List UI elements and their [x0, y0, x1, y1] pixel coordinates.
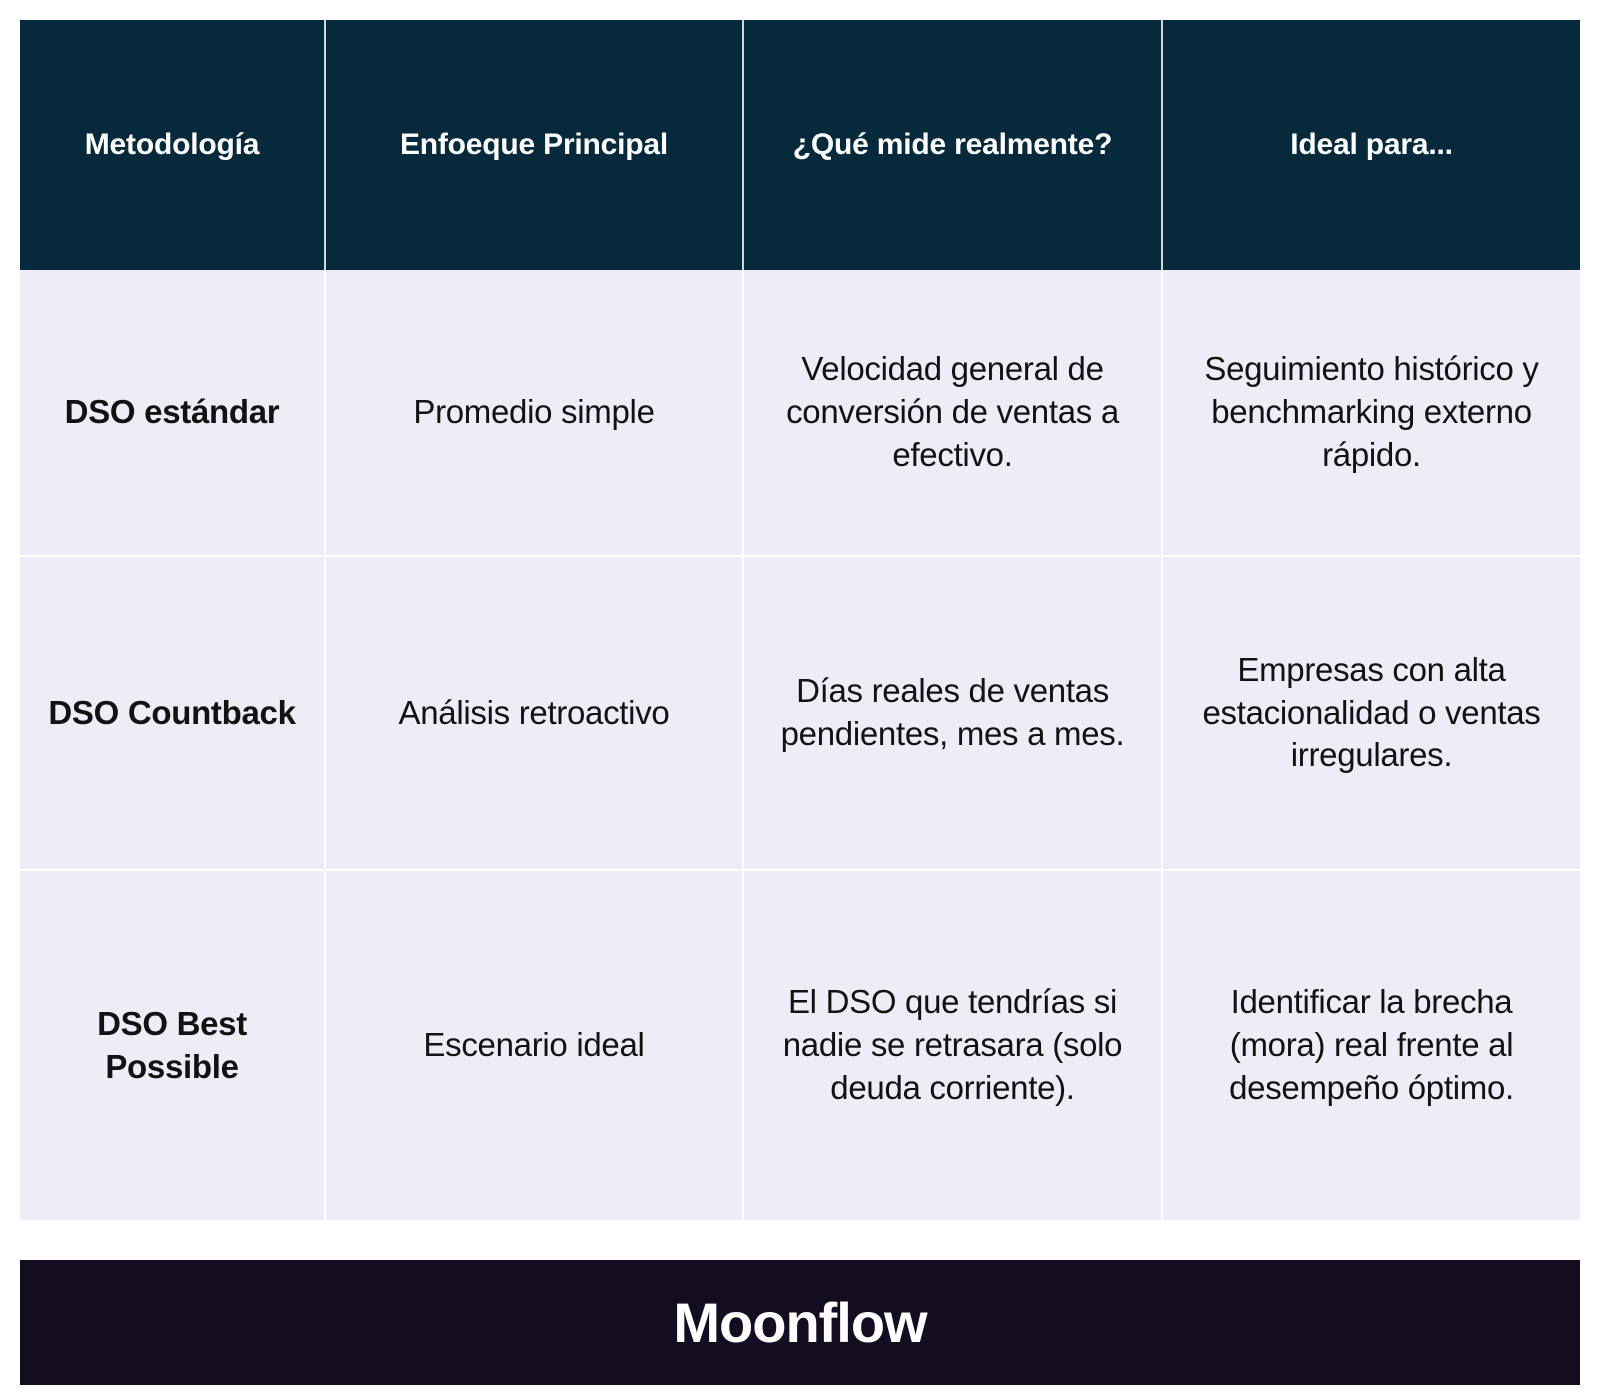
brand-logo-text: Moonflow: [673, 1290, 927, 1354]
cell-mide: El DSO que tendrías si nadie se retrasar…: [743, 869, 1163, 1220]
cell-metodologia: DSO Countback: [20, 555, 326, 870]
cell-metodologia: DSO estándar: [20, 270, 326, 556]
cell-enfoque: Promedio simple: [325, 270, 744, 556]
table-header: Metodología Enfoeque Principal ¿Qué mide…: [20, 20, 1580, 270]
table-row: DSO estándar Promedio simple Velocidad g…: [20, 270, 1580, 556]
table-row: DSO Countback Análisis retroactivo Días …: [20, 555, 1580, 870]
column-header-enfoque-principal: Enfoeque Principal: [325, 20, 744, 270]
cell-mide: Velocidad general de conversión de venta…: [743, 270, 1163, 556]
cell-enfoque: Análisis retroactivo: [325, 555, 744, 870]
dso-comparison-table: Metodología Enfoeque Principal ¿Qué mide…: [20, 20, 1580, 1220]
comparison-table-container: Metodología Enfoeque Principal ¿Qué mide…: [20, 20, 1580, 1220]
cell-mide: Días reales de ventas pendientes, mes a …: [743, 555, 1163, 870]
cell-metodologia: DSO Best Possible: [20, 869, 326, 1220]
cell-ideal: Identificar la brecha (mora) real frente…: [1162, 869, 1580, 1220]
cell-enfoque: Escenario ideal: [325, 869, 744, 1220]
cell-ideal: Seguimiento histórico y benchmarking ext…: [1162, 270, 1580, 556]
table-header-row: Metodología Enfoeque Principal ¿Qué mide…: [20, 20, 1580, 270]
column-header-que-mide-realmente: ¿Qué mide realmente?: [743, 20, 1163, 270]
table-body: DSO estándar Promedio simple Velocidad g…: [20, 270, 1580, 1220]
column-header-ideal-para: Ideal para...: [1162, 20, 1580, 270]
column-header-metodologia: Metodología: [20, 20, 326, 270]
footer-brand-bar: Moonflow: [20, 1260, 1580, 1385]
cell-ideal: Empresas con alta estacionalidad o venta…: [1162, 555, 1580, 870]
table-row: DSO Best Possible Escenario ideal El DSO…: [20, 869, 1580, 1220]
